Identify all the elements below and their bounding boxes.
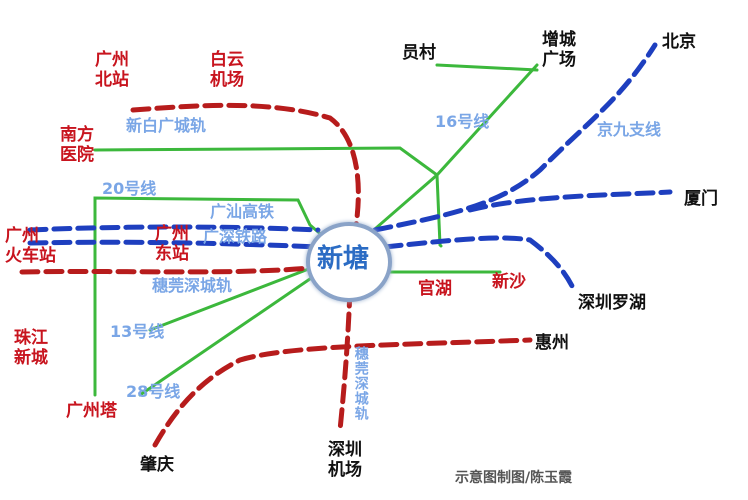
suiguanshen-vertical-label: 穗莞深城轨 (352, 346, 369, 421)
nanfang-hospital-label: 南方 医院 (60, 125, 94, 166)
line16-route (343, 63, 539, 257)
hub-label: 新塘 (317, 244, 370, 274)
intercity-lines (19, 102, 533, 448)
suiguanshen-intercity-label: 穗莞深城轨 (152, 276, 233, 295)
guangzhou-north-station-label: 广州 北站 (95, 50, 129, 91)
yuncun-label: 员村 (402, 43, 436, 63)
xinbai-intercity-label: 新白广城轨 (126, 116, 207, 135)
zhujiang-new-town-label: 珠江 新城 (14, 328, 48, 369)
line13-label: 13号线 (110, 322, 165, 341)
line28-label: 28号线 (126, 382, 181, 401)
guangzhou-railway-station-label: 广州 火车站 (5, 226, 56, 267)
luohu-route (382, 235, 578, 295)
beijing-label: 北京 (662, 32, 696, 52)
baiyun-airport-label: 白云 机场 (210, 50, 244, 91)
suiguanshen-west-route (19, 265, 313, 275)
line20-label: 20号线 (102, 179, 157, 198)
railway-lines (27, 42, 673, 295)
shenzhen-luohu-label: 深圳罗湖 (578, 293, 646, 313)
line-nanfang-xintang (93, 146, 439, 177)
huizhou-label: 惠州 (535, 333, 569, 353)
guanhu-label: 官湖 (418, 279, 452, 299)
guangshan-hsr-label: 广汕高铁 (210, 202, 275, 221)
hub-circle (306, 222, 392, 302)
suiguanshen-south-route (337, 287, 353, 433)
huizhou-route (152, 337, 533, 448)
xinbai-intercity-route (130, 102, 361, 235)
xiamen-label: 厦门 (684, 189, 718, 209)
zengcheng-square-label: 增城 广场 (542, 30, 576, 71)
line-yuncun-zengcheng (435, 63, 539, 72)
xiamen-route (467, 189, 673, 213)
line16-label: 16号线 (435, 112, 490, 131)
line16-branch (435, 173, 443, 248)
shenzhen-airport-label: 深圳 机场 (328, 440, 362, 481)
map-credit: 示意图制图/陈玉霞 (455, 470, 573, 486)
jingjiu-branch-label: 京九支线 (597, 120, 662, 139)
zhaoqing-label: 肇庆 (140, 455, 174, 475)
guangshen-railway-route (27, 239, 321, 250)
guangzhou-east-station-label: 广州 东站 (155, 224, 189, 265)
jingjiu-route (372, 42, 658, 233)
xinsha-label: 新沙 (492, 272, 526, 292)
guangshen-railway-label: 广深铁路 (203, 227, 268, 246)
guangshan-hsr-route (27, 224, 321, 233)
canton-tower-label: 广州塔 (66, 401, 117, 421)
